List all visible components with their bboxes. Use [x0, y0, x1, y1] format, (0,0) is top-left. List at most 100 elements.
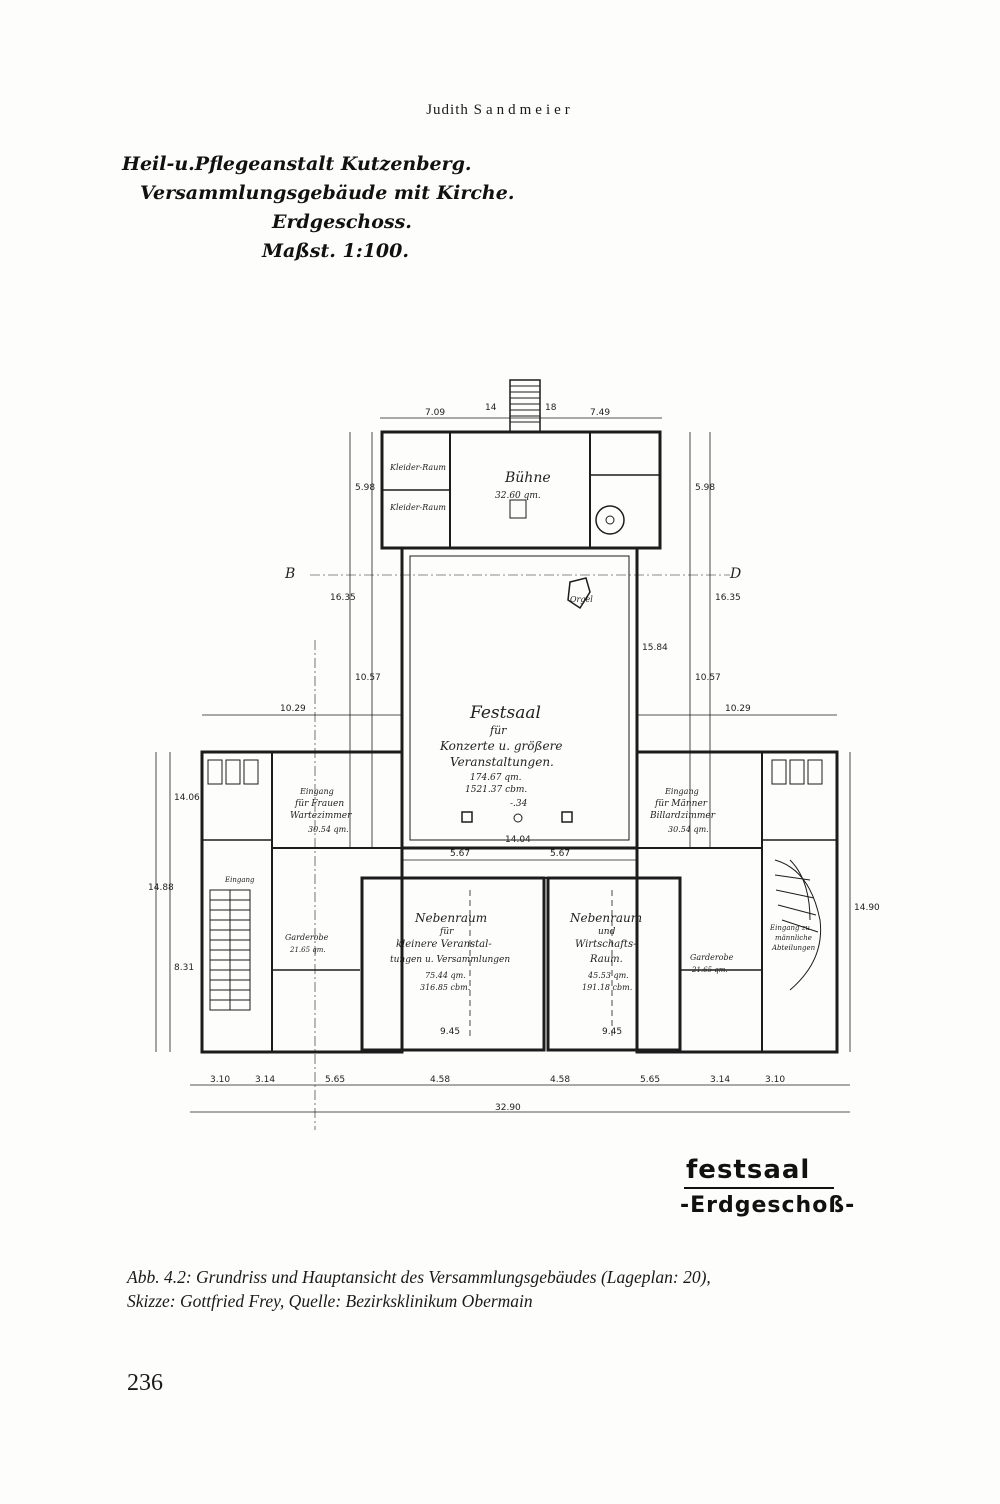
organ-symbol	[567, 577, 591, 610]
dim-bottom-3: 5.65	[325, 1075, 345, 1085]
dim-left-c: 10.57	[355, 673, 381, 683]
room-eingang-left: Eingang	[224, 876, 255, 884]
floor-plan-drawing: Bühne 32.60 qm. Kleider-Raum Kleider-Rau…	[148, 379, 880, 1130]
room-nebenraum-right-volume: 191.18 cbm.	[582, 983, 632, 992]
right-wing-wall	[635, 750, 839, 1054]
dim-bottom-5: 4.58	[550, 1075, 570, 1085]
room-festsaal-volume: 1521.37 cbm.	[465, 785, 527, 795]
dim-right-width: 10.29	[725, 704, 751, 714]
room-frauen-line3: Wartezimmer	[290, 811, 352, 821]
stamp-underline	[684, 1187, 834, 1189]
room-buehne-name: Bühne	[504, 470, 551, 486]
plan-title-line-3: Erdgeschoss.	[272, 211, 412, 233]
spiral-stair	[595, 505, 625, 535]
dim-left-d: 14.06	[174, 793, 200, 803]
room-festsaal-area: 174.67 qm.	[470, 773, 522, 783]
room-frauen-area: 30.54 qm.	[308, 825, 349, 834]
dim-bottom-8: 3.10	[765, 1075, 785, 1085]
dim-right-c: 10.57	[695, 673, 721, 683]
right-staircase	[774, 859, 822, 991]
room-nebenraum-right-name: Nebenraum	[569, 911, 642, 925]
axis-label-b: B	[284, 566, 295, 582]
dim-top-mid-l: 14	[485, 403, 497, 413]
room-orgel-name: Orgel	[570, 595, 593, 604]
room-eingang-right-line3: Abteilungen	[771, 944, 816, 952]
plan-title-line-4: Maßst. 1:100.	[262, 240, 409, 262]
room-nebenraum-left-name: Nebenraum	[414, 911, 487, 925]
running-header-first-name: Judith	[426, 102, 469, 118]
room-frauen-line1: Eingang	[299, 787, 334, 796]
room-labels: Bühne 32.60 qm. Kleider-Raum Kleider-Rau…	[224, 463, 816, 992]
festsaal-wall	[400, 546, 639, 850]
dim-bottom-small: 9.45	[440, 1027, 460, 1037]
room-kleider-1: Kleider-Raum	[389, 463, 446, 472]
room-nebenraum-left-area: 75.44 qm.	[425, 971, 466, 980]
dim-left-f: 8.31	[174, 963, 194, 973]
room-maenner-line1: Eingang	[664, 787, 699, 796]
stamp-line-2: -Erdgeschoß-	[680, 1193, 856, 1218]
room-garderobe-right-name: Garderobe	[690, 953, 734, 962]
room-nebenraum-left-line4: tungen u. Versammlungen	[390, 955, 510, 965]
room-festsaal-line2: für	[489, 724, 507, 737]
dim-bottom-7: 3.14	[710, 1075, 730, 1085]
dim-bottom-6: 5.65	[640, 1075, 660, 1085]
running-header: Judith Sandmeier	[0, 102, 1000, 119]
dim-left-e: 14.88	[148, 883, 174, 893]
dim-right-d: 14.90	[854, 903, 880, 913]
stamp-line-1: festsaal	[686, 1155, 811, 1185]
dim-bottom-1: 3.10	[210, 1075, 230, 1085]
dim-left-a: 5.98	[355, 483, 375, 493]
room-festsaal-line4: Veranstaltungen.	[450, 755, 554, 769]
room-maenner-line3: Billardzimmer	[649, 811, 716, 821]
room-garderobe-right-area: 21.65 qm.	[691, 966, 728, 974]
room-festsaal-name: Festsaal	[469, 703, 541, 723]
room-festsaal-level: -.34	[510, 799, 528, 809]
axis-label-d: D	[729, 566, 741, 582]
dim-total: 32.90	[495, 1103, 521, 1113]
dim-bottom-small2: 9.45	[602, 1027, 622, 1037]
top-stair	[509, 379, 541, 433]
room-kleider-2: Kleider-Raum	[389, 503, 446, 512]
plan-title-line-1: Heil-u.Pflegeanstalt Kutzenberg.	[122, 153, 472, 175]
left-staircase	[209, 889, 251, 1011]
room-festsaal-line3: Konzerte u. größere	[439, 739, 562, 753]
dim-top-mid-r: 18	[545, 403, 557, 413]
room-eingang-right-line2: männliche	[775, 934, 812, 942]
figure-caption: Abb. 4.2: Grundriss und Hauptansicht des…	[127, 1265, 907, 1313]
dim-right-a: 5.98	[695, 483, 715, 493]
dim-hall-w2: 5.67	[550, 849, 570, 859]
room-nebenraum-right-line2: und	[598, 927, 616, 937]
caption-line-1: Abb. 4.2: Grundriss und Hauptansicht des…	[127, 1267, 711, 1287]
dim-left-b: 16.35	[330, 593, 356, 603]
room-nebenraum-right-area: 45.53 qm.	[587, 971, 629, 980]
handwritten-stamp: festsaal -Erdgeschoß-	[680, 1155, 910, 1218]
room-garderobe-left-name: Garderobe	[285, 933, 329, 942]
dim-left-width: 10.29	[280, 704, 306, 714]
running-header-last-name: Sandmeier	[473, 102, 574, 118]
room-maenner-area: 30.54 qm.	[668, 825, 709, 834]
room-frauen-line2: für Frauen	[294, 799, 344, 809]
dim-hall-w1: 5.67	[450, 849, 470, 859]
room-nebenraum-left-line3: kleinere Veranstal-	[396, 939, 492, 950]
room-nebenraum-left-volume: 316.85 cbm.	[420, 983, 470, 992]
dim-hall-depth: 15.84	[642, 643, 668, 653]
dim-bottom-4: 4.58	[430, 1075, 450, 1085]
dim-hall-w3: 14.04	[505, 835, 531, 845]
room-eingang-right-line1: Eingang zu	[769, 924, 810, 932]
plan-title: Heil-u.Pflegeanstalt Kutzenberg. Versamm…	[122, 150, 515, 266]
caption-line-2: Skizze: Gottfried Frey, Quelle: Bezirksk…	[127, 1291, 533, 1311]
left-wing-wall	[200, 750, 404, 1054]
room-garderobe-left-area: 21.65 qm.	[289, 946, 326, 954]
room-buehne-area: 32.60 qm.	[495, 491, 541, 501]
room-nebenraum-left-line2: für	[439, 927, 454, 937]
dimension-labels: 7.09 14 18 7.49 10.29 10.29 5.98 16.35 1…	[148, 403, 880, 1113]
page-number: 236	[127, 1370, 163, 1396]
dim-top-left: 7.09	[425, 408, 445, 418]
dim-top-right: 7.49	[590, 408, 610, 418]
room-nebenraum-right-line4: Raum.	[589, 954, 623, 965]
room-maenner-line2: für Männer	[654, 799, 708, 809]
room-nebenraum-right-line3: Wirtschafts-	[575, 939, 637, 950]
dim-right-b: 16.35	[715, 593, 741, 603]
plan-title-line-2: Versammlungsgebäude mit Kirche.	[140, 182, 515, 204]
dim-bottom-2: 3.14	[255, 1075, 275, 1085]
